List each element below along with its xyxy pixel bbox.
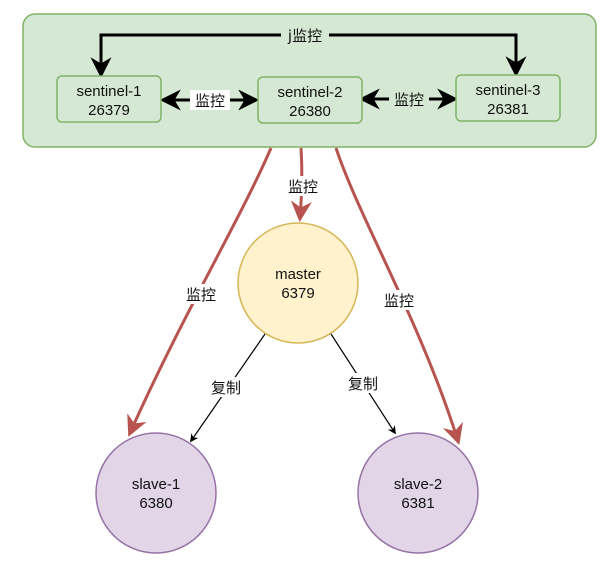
sentinel-2-name: sentinel-2 bbox=[277, 84, 342, 101]
sentinel-3-node: sentinel-3 26381 bbox=[455, 74, 561, 122]
sentinel-2-node: sentinel-2 26380 bbox=[257, 76, 363, 124]
s2-s3-label: 监控 bbox=[394, 91, 424, 109]
s2-s3-label-bg bbox=[389, 89, 429, 109]
monitor-master-label: 监控 bbox=[288, 178, 318, 196]
master-port: 6379 bbox=[281, 285, 314, 302]
replicate-slave1-label-bg bbox=[205, 377, 247, 397]
sentinel-1-name: sentinel-1 bbox=[76, 83, 141, 100]
sentinel-1-port: 26379 bbox=[88, 102, 130, 119]
slave-2-name: slave-2 bbox=[394, 476, 442, 493]
monitor-slave2-label-bg bbox=[378, 290, 420, 310]
replicate-slave2-label-bg bbox=[342, 373, 384, 393]
replicate-slave1-label: 复制 bbox=[211, 379, 241, 397]
slave-2-node: slave-2 6381 bbox=[357, 432, 479, 554]
slave-1-port: 6380 bbox=[139, 495, 172, 512]
monitor-slave1-label-bg bbox=[180, 284, 222, 304]
master-name: master bbox=[275, 266, 321, 283]
monitor-slave2-edge bbox=[334, 147, 463, 446]
top-loop-label: j监控 bbox=[287, 27, 322, 45]
replicate-slave2-label: 复制 bbox=[348, 375, 378, 393]
monitor-slave2-label: 监控 bbox=[384, 292, 414, 310]
sentinel-3-port: 26381 bbox=[487, 101, 529, 118]
slave-1-name: slave-1 bbox=[132, 476, 180, 493]
s1-s2-label: 监控 bbox=[195, 92, 225, 110]
slave-1-node: slave-1 6380 bbox=[95, 432, 217, 554]
sentinel-1-node: sentinel-1 26379 bbox=[56, 75, 162, 123]
sentinel-3-name: sentinel-3 bbox=[475, 82, 540, 99]
monitor-slave1-label: 监控 bbox=[186, 286, 216, 304]
monitor-slave1-edge bbox=[127, 147, 273, 437]
sentinel-2-port: 26380 bbox=[289, 103, 331, 120]
monitor-master-label-bg bbox=[282, 176, 324, 196]
s1-s2-label-bg bbox=[190, 90, 230, 110]
slave-2-port: 6381 bbox=[401, 495, 434, 512]
master-node: master 6379 bbox=[237, 222, 359, 344]
top-loop-label-bg bbox=[281, 26, 329, 45]
